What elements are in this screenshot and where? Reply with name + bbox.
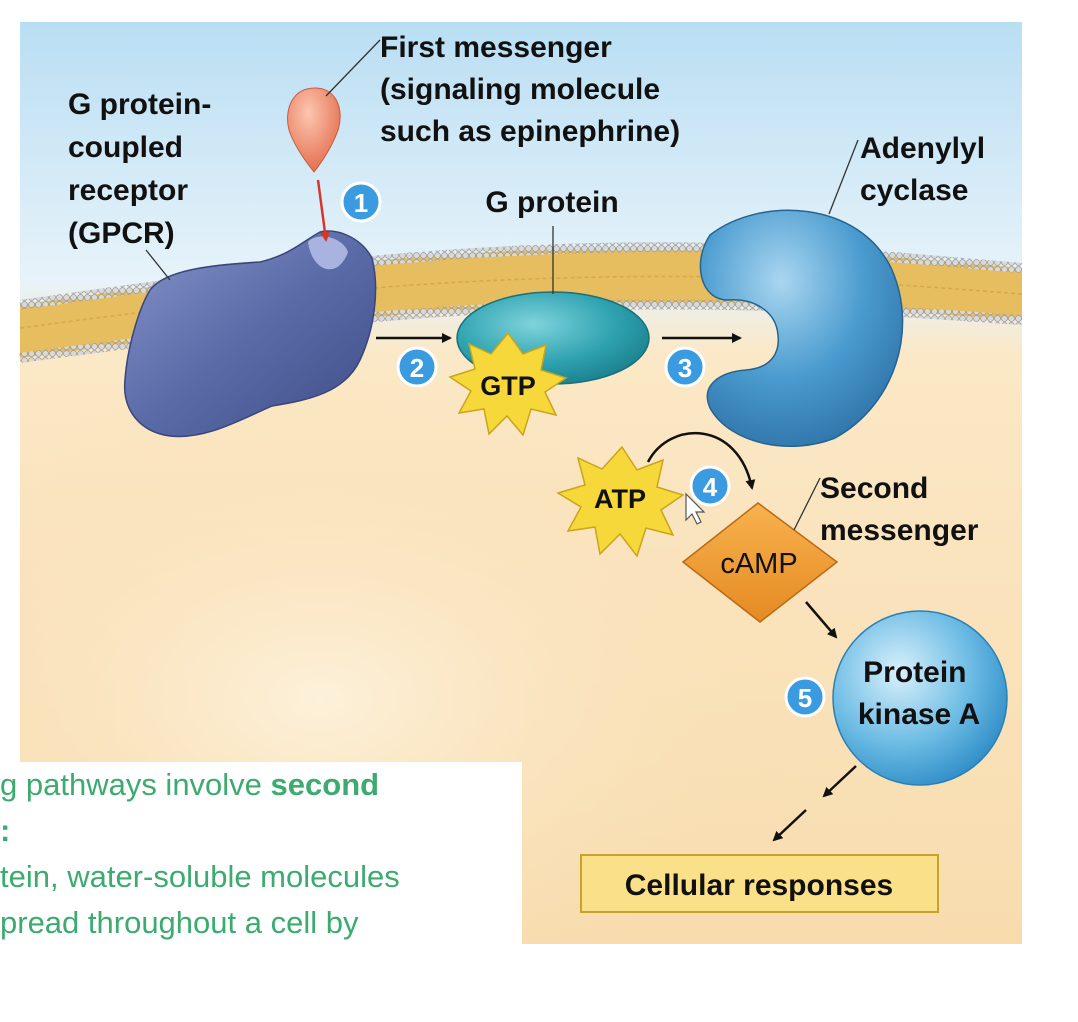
protein-kinase-a-label: Protein kinase A <box>858 656 980 731</box>
step-badge-4: 4 <box>689 465 731 507</box>
arrow-pka-down-1 <box>822 765 857 798</box>
leader-second-messenger <box>793 477 821 531</box>
gpcr-label: G protein- coupled receptor (GPCR) <box>68 88 220 250</box>
gpcr-receptor <box>123 230 377 438</box>
caption-line-4: pread throughout a cell by <box>0 905 359 940</box>
cellular-responses-box <box>580 854 939 913</box>
second-messenger-label: Second messenger <box>820 472 979 547</box>
slide-caption: g pathways involve second : tein, water-… <box>0 762 522 958</box>
caption-line-2: : <box>0 808 522 854</box>
step-4-number: 4 <box>703 472 718 502</box>
step-badge-3: 3 <box>664 346 706 388</box>
step-2-number: 2 <box>410 353 424 383</box>
caption-line-2-bold: : <box>0 813 11 848</box>
step-1-number: 1 <box>354 188 368 218</box>
adenylyl-cyclase-label: Adenylyl cyclase <box>860 132 993 207</box>
caption-line-1-text: g pathways involve <box>0 767 271 802</box>
leader-gpcr <box>145 249 171 281</box>
atp-conversion-arrow <box>646 431 756 490</box>
step-badge-2: 2 <box>396 346 438 388</box>
binding-arrow <box>316 179 330 242</box>
cellular-responses-label: Cellular responses <box>625 869 893 902</box>
leader-adenylyl-cyclase <box>828 139 859 215</box>
step-badge-1: 1 <box>340 181 382 223</box>
camp-diamond <box>681 502 839 623</box>
caption-line-1-bold: second <box>270 767 380 802</box>
adenylyl-cyclase <box>699 209 904 448</box>
arrow-pka-down-2 <box>772 809 807 842</box>
leader-first-messenger <box>325 39 381 97</box>
camp-label: cAMP <box>720 548 797 580</box>
first-messenger-molecule <box>287 87 341 173</box>
gtp-label: GTP <box>480 371 536 401</box>
first-messenger-label: First messenger (signaling molecule such… <box>380 31 680 148</box>
step-badge-5: 5 <box>784 676 826 718</box>
atp-label: ATP <box>594 484 646 514</box>
gtp-starburst <box>448 331 568 437</box>
gpcr-binding-site <box>308 236 348 270</box>
mouse-cursor-icon <box>685 492 706 525</box>
g-protein-label: G protein <box>485 186 618 219</box>
protein-kinase-a <box>832 610 1008 786</box>
caption-line-1: g pathways involve second <box>0 762 522 808</box>
step-3-number: 3 <box>678 353 692 383</box>
atp-starburst <box>556 445 685 558</box>
step-5-number: 5 <box>798 683 812 713</box>
caption-line-3: tein, water-soluble molecules <box>0 859 400 894</box>
arrow-camp-to-pka <box>805 601 838 639</box>
